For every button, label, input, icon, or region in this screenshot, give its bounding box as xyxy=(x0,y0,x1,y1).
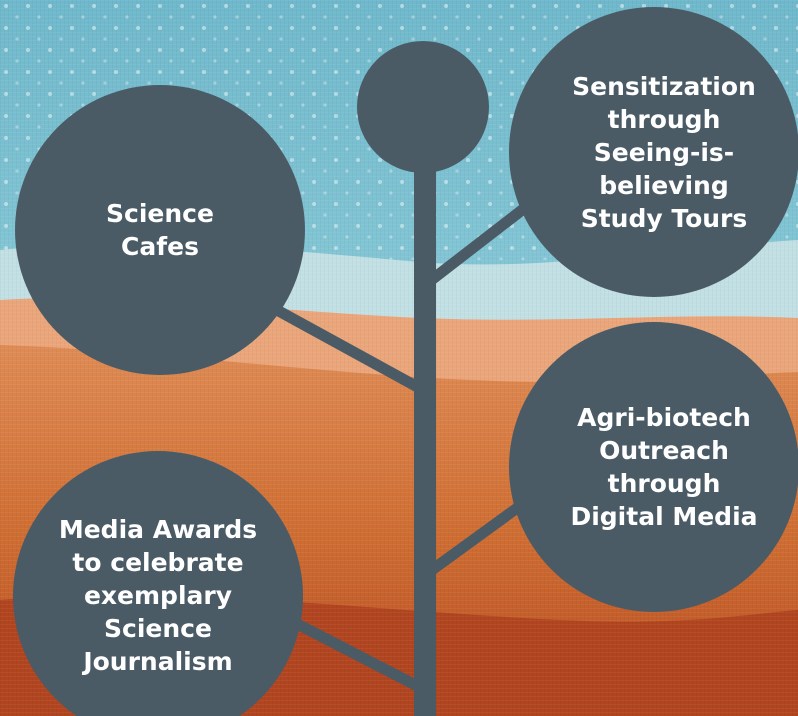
science-cafes-text: Science Cafes xyxy=(106,199,214,261)
node-digital-media xyxy=(509,322,798,612)
digital-media-text: Agri-biotech Outreach through Digital Me… xyxy=(570,403,758,531)
branch-media-awards xyxy=(277,610,428,695)
label-media-awards: Media Awards to celebrate exemplary Scie… xyxy=(38,495,278,695)
tree-top-circle xyxy=(357,41,489,173)
label-study-tours: Sensitization through Seeing-is- believi… xyxy=(544,52,784,252)
branch-study-tours xyxy=(421,195,539,290)
node-study-tours xyxy=(509,7,798,297)
label-science-cafes: Science Cafes xyxy=(40,150,280,310)
node-science-cafes xyxy=(15,85,305,375)
label-digital-media: Agri-biotech Outreach through Digital Me… xyxy=(544,377,784,557)
node-media-awards xyxy=(13,451,303,716)
study-tours-text: Sensitization through Seeing-is- believi… xyxy=(572,71,756,233)
media-awards-text: Media Awards to celebrate exemplary Scie… xyxy=(58,514,258,676)
branch-science-cafes xyxy=(252,293,426,395)
tree-trunk-group xyxy=(252,41,539,716)
tree-trunk xyxy=(414,140,436,716)
